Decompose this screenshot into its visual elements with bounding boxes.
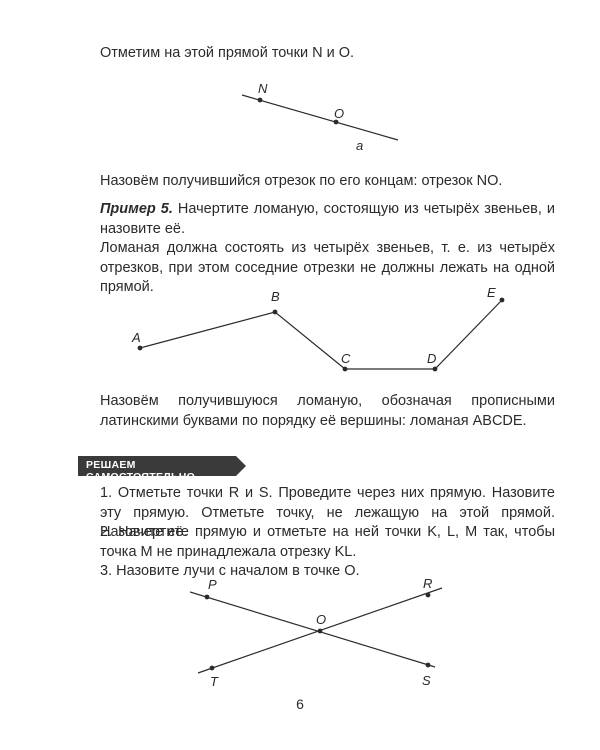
label-o-center: O [316, 612, 326, 627]
paragraph-example-5: Пример 5. Начертите ломаную, состоящую и… [100, 200, 555, 239]
page-number: 6 [296, 696, 304, 712]
point-o [333, 119, 339, 125]
paragraph-polyline-name: Назовём получившуюся ломаную, обозначая … [100, 393, 555, 429]
task-2: 2. Начертите прямую и отметьте на ней то… [100, 524, 555, 560]
label-vertex-c: C [341, 351, 351, 366]
line-a [241, 94, 399, 141]
paragraph-polyline-explain: Ломаная должна состоять из четырёх звень… [100, 240, 555, 295]
label-vertex-d: D [427, 351, 436, 366]
label-vertex-e: E [487, 285, 496, 300]
paragraph-segment-no: Назовём получившийся отрезок по его конц… [100, 173, 503, 189]
point-s [425, 662, 431, 668]
label-a: a [356, 138, 363, 153]
label-p: P [208, 577, 217, 592]
point-p [204, 594, 210, 600]
figure-intersecting-lines: P R O T S [190, 576, 443, 689]
vertex-b [272, 309, 278, 315]
banner-shape [78, 456, 246, 476]
label-vertex-b: B [271, 289, 280, 304]
label-r: R [423, 576, 432, 591]
label-t: T [210, 674, 219, 689]
vertex-d [432, 366, 438, 372]
point-r [425, 592, 431, 598]
task-3: 3. Назовите лучи с началом в точке O. [100, 563, 360, 579]
point-t [209, 665, 215, 671]
point-n [257, 97, 263, 103]
line-p-s [190, 591, 436, 668]
label-o: O [334, 106, 344, 121]
paragraph-points-n-o: Отметим на этой прямой точки N и O. [100, 45, 355, 61]
section-banner-label: РЕШАЕМ САМОСТОЯТЕЛЬНО [86, 459, 196, 483]
example-text: Начертите ломаную, состоящую из четырёх … [100, 201, 555, 237]
polyline-abcde [139, 299, 503, 370]
label-vertex-a: A [131, 330, 141, 345]
task-1: 1. Отметьте точки R и S. Проведите через… [100, 485, 555, 540]
vertex-e [499, 297, 505, 303]
figure-polyline: A B C D E [131, 285, 505, 372]
section-banner: РЕШАЕМ САМОСТОЯТЕЛЬНО [78, 456, 248, 483]
vertex-a [137, 345, 143, 351]
point-o-center [317, 628, 323, 634]
label-s: S [422, 673, 431, 688]
vertex-c [342, 366, 348, 372]
example-label: Пример 5. [100, 201, 173, 217]
figure-line-a: N O a [241, 81, 399, 153]
label-n: N [258, 81, 268, 96]
